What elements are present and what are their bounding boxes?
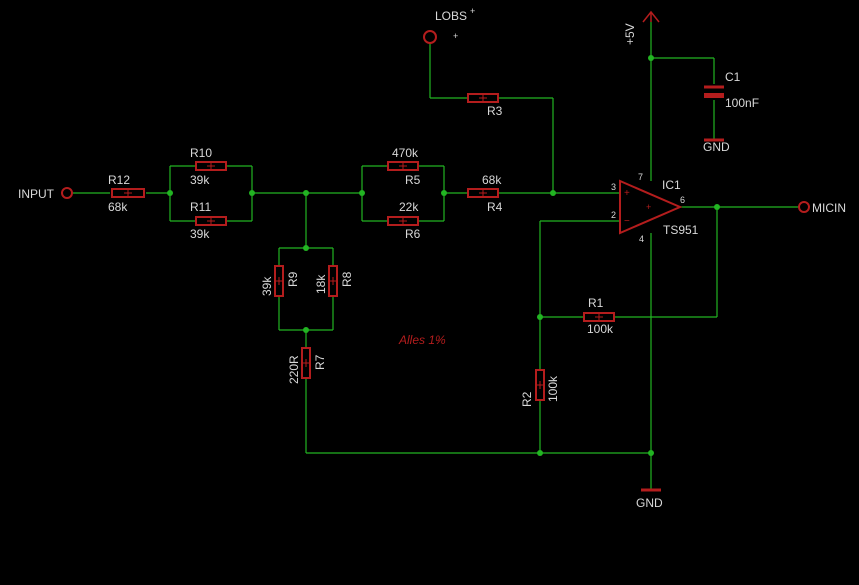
supply-5v: +5V (623, 10, 660, 45)
port-input[interactable]: INPUT (18, 187, 73, 201)
resistor-r6[interactable]: 22k R6 (387, 200, 421, 241)
gnd-c1-label: GND (703, 140, 730, 154)
gnd-main: GND (636, 488, 663, 510)
r10-value: 39k (190, 173, 210, 187)
port-lobs[interactable]: LOBS + + (423, 6, 475, 44)
port-micin[interactable]: MICIN (798, 201, 846, 215)
opamp-center-plus: + (646, 202, 651, 212)
resistor-r12[interactable]: R12 68k (108, 173, 145, 214)
r3-name: R3 (487, 104, 503, 118)
r8-value: 18k (314, 274, 328, 294)
micin-label: MICIN (812, 201, 846, 215)
ic1-name: IC1 (662, 178, 681, 192)
c1-value: 100nF (725, 96, 759, 110)
input-label: INPUT (18, 187, 55, 201)
resistor-r11[interactable]: R11 39k (190, 200, 227, 241)
c1-name: C1 (725, 70, 741, 84)
resistor-r3[interactable]: R3 (467, 93, 503, 118)
resistor-r7[interactable]: 220R R7 (287, 347, 327, 384)
resistor-r1[interactable]: R1 100k (583, 296, 615, 336)
pin-7: 7 (638, 172, 643, 182)
capacitor-c1[interactable]: C1 100nF (704, 70, 759, 110)
lobs-label: LOBS (435, 9, 467, 23)
r6-name: R6 (405, 227, 421, 241)
r11-name: R11 (190, 200, 211, 214)
junction-dot (303, 327, 309, 333)
junction-dot (550, 190, 556, 196)
opamp-plus-sign: + (624, 188, 630, 199)
opamp-minus-sign: − (624, 216, 630, 227)
r2-value: 100k (546, 375, 560, 402)
tolerance-note: Alles 1% (398, 333, 446, 347)
pin-3: 3 (611, 182, 616, 192)
junction-dot (648, 55, 654, 61)
pin-6: 6 (680, 195, 685, 205)
junction-dot (303, 245, 309, 251)
r4-name: R4 (487, 200, 503, 214)
r5-value: 470k (392, 146, 419, 160)
vcc-label: +5V (623, 23, 637, 45)
r2-name: R2 (520, 391, 534, 407)
pin-2: 2 (611, 210, 616, 220)
resistor-r5[interactable]: 470k R5 (387, 146, 421, 187)
lobs-plus-sign: + (453, 31, 458, 41)
r9-value: 39k (260, 276, 274, 296)
resistor-r9[interactable]: 39k R9 (260, 265, 300, 297)
junction-dot (167, 190, 173, 196)
pin-4: 4 (639, 234, 644, 244)
resistor-r4[interactable]: 68k R4 (467, 173, 503, 214)
r7-name: R7 (313, 354, 327, 370)
junction-dot (249, 190, 255, 196)
r5-name: R5 (405, 173, 421, 187)
resistor-r10[interactable]: R10 39k (190, 146, 227, 187)
junction-dot (441, 190, 447, 196)
resistor-r2[interactable]: R2 100k (520, 369, 560, 407)
r10-name: R10 (190, 146, 212, 160)
r4-value: 68k (482, 173, 502, 187)
r9-name: R9 (286, 271, 300, 287)
r8-name: R8 (340, 271, 354, 287)
r12-value: 68k (108, 200, 128, 214)
wires (73, 22, 798, 490)
junction-dot (359, 190, 365, 196)
junction-dot (648, 450, 654, 456)
ic1-value: TS951 (663, 223, 699, 237)
lobs-plus-mark: + (470, 6, 475, 16)
gnd-c1: GND (703, 138, 730, 154)
opamp-ic1[interactable]: + − + 3 2 6 7 4 IC1 TS951 (611, 172, 699, 244)
resistor-r8[interactable]: 18k R8 (314, 265, 354, 297)
r6-value: 22k (399, 200, 419, 214)
junction-dot (537, 314, 543, 320)
gnd-main-label: GND (636, 496, 663, 510)
r1-value: 100k (587, 322, 614, 336)
r7-value: 220R (287, 355, 301, 384)
junction-dot (303, 190, 309, 196)
junction-dot (537, 450, 543, 456)
r12-name: R12 (108, 173, 130, 187)
junctions (167, 55, 720, 456)
r11-value: 39k (190, 227, 210, 241)
r1-name: R1 (588, 296, 604, 310)
junction-dot (714, 204, 720, 210)
